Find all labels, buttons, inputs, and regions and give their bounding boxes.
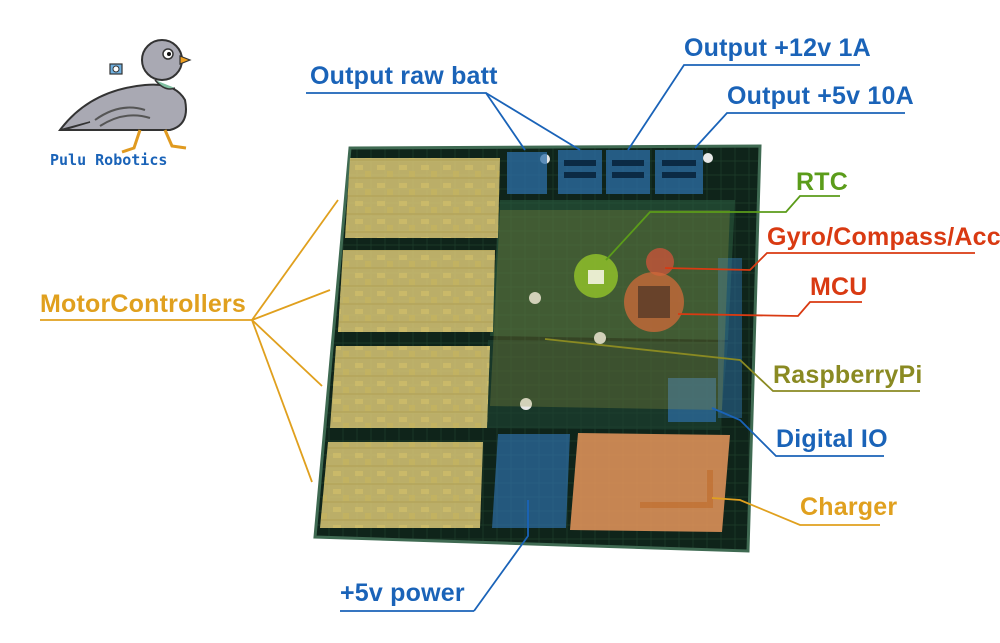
gyro-chip xyxy=(646,248,674,276)
label-raspberrypi: RaspberryPi xyxy=(773,361,923,389)
label-output-5v: Output +5v 10A xyxy=(727,82,914,110)
motor-controller-regions xyxy=(320,158,500,528)
label-output-12v: Output +12v 1A xyxy=(684,34,871,62)
label-motor-controllers: MotorControllers xyxy=(40,290,246,318)
label-mcu: MCU xyxy=(810,273,868,301)
label-power-5v: +5v power xyxy=(340,579,465,607)
power-5v-region xyxy=(492,434,570,528)
label-digital-io: Digital IO xyxy=(776,425,888,453)
digital-io-region xyxy=(668,378,716,422)
charger-region xyxy=(570,433,730,532)
leader-lines xyxy=(40,64,975,612)
raspberrypi-region xyxy=(490,210,730,410)
rtc-battery xyxy=(574,254,618,298)
pigeon-mascot-icon xyxy=(57,39,192,154)
label-gyro-compass-acc: Gyro/Compass/Acc xyxy=(767,223,1000,251)
label-charger: Charger xyxy=(800,493,898,521)
io-header-region xyxy=(718,258,742,418)
label-output-raw-batt: Output raw batt xyxy=(310,62,498,90)
label-rtc: RTC xyxy=(796,168,848,196)
logo-text: Pulu Robotics xyxy=(50,151,168,169)
output-connector-regions xyxy=(507,150,703,194)
mcu-chip xyxy=(624,272,684,332)
